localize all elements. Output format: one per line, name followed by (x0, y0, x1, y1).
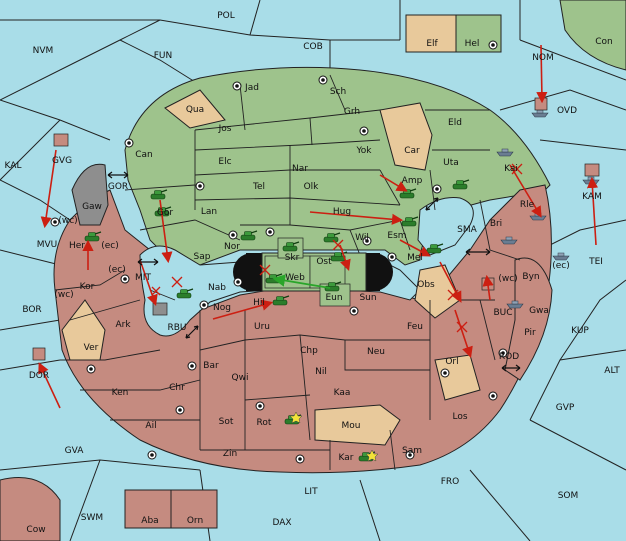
territory-ver[interactable] (61, 299, 106, 361)
green-internal-borders (124, 74, 490, 256)
territory-aba[interactable] (124, 489, 172, 529)
territory-car[interactable] (379, 102, 433, 171)
territory-qua[interactable] (164, 89, 226, 129)
support-order (272, 274, 331, 289)
star-icon (289, 411, 303, 424)
territory-orn[interactable] (170, 489, 218, 529)
region-red-south (53, 184, 552, 474)
double-arrows (107, 171, 521, 372)
territory-elf[interactable] (405, 14, 457, 53)
territory-mou[interactable] (314, 404, 401, 446)
territory-cow[interactable] (0, 477, 61, 541)
fail-marks (151, 163, 523, 333)
territory-los-neutral[interactable] (434, 354, 481, 401)
territory-pir[interactable] (504, 257, 553, 381)
star-markers (289, 411, 379, 462)
territory-gaw-grey[interactable] (71, 163, 109, 226)
red-internal-borders (54, 199, 521, 471)
move-orders (38, 44, 599, 409)
star-icon (365, 449, 379, 462)
